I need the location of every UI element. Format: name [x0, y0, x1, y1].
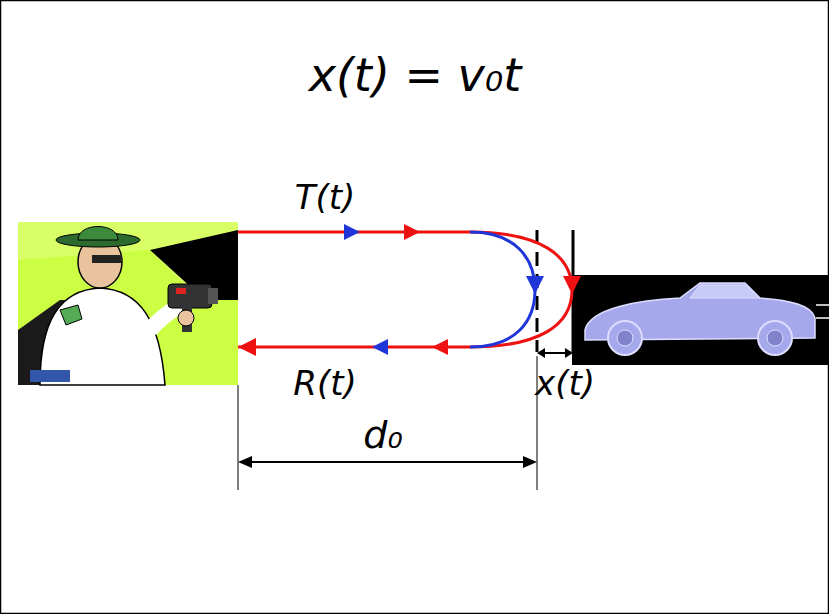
formula: x(t) = v₀t [309, 50, 522, 101]
arrowhead [432, 339, 448, 355]
arrowhead [523, 456, 537, 468]
displacement-line [541, 352, 569, 354]
transmitted-path [238, 232, 572, 347]
arrowhead [372, 339, 388, 355]
signal-name: R(t) [293, 365, 356, 402]
signal-name: T(t) [295, 179, 356, 216]
extension-line [238, 385, 239, 490]
arrowhead [238, 338, 256, 356]
reflected-path [470, 232, 535, 347]
displacement-label: x(t) [535, 365, 595, 402]
distance-label: d₀ [363, 415, 402, 457]
arrowhead [404, 224, 420, 240]
dimension-line [250, 461, 525, 463]
arrowhead [526, 276, 544, 294]
arrowhead [238, 456, 252, 468]
arrowhead [344, 224, 360, 240]
car-picture [572, 275, 829, 365]
arrowhead [563, 276, 581, 294]
officer-picture [18, 222, 238, 385]
